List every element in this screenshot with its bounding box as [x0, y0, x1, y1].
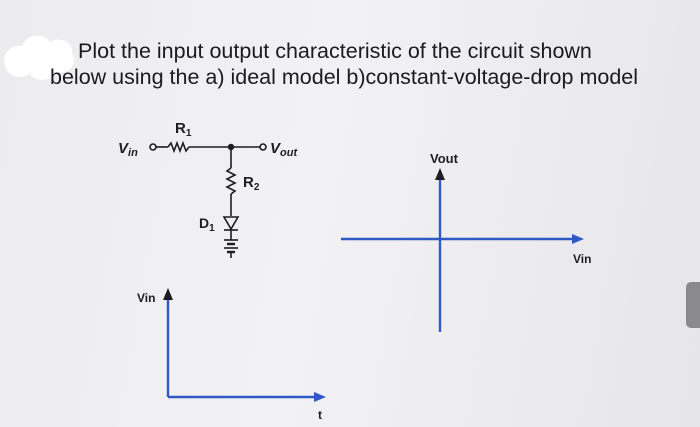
r1-label: R1: [175, 120, 192, 139]
redaction-blob: [4, 35, 75, 80]
transfer-y-arrow: [435, 168, 445, 180]
input-terminal: [149, 143, 157, 151]
vin-terminal-label: Vin: [118, 140, 138, 159]
question-text: Plot the input output characteristic of …: [44, 38, 694, 90]
question-line-1: Plot the input output characteristic of …: [78, 39, 592, 63]
r2-resistor: [225, 167, 237, 195]
d1-diode-triangle: [222, 216, 240, 231]
output-terminal: [259, 143, 267, 151]
transfer-axes: [341, 178, 584, 332]
scroll-edge-tab: [686, 282, 700, 328]
transfer-y-label: Vout: [430, 151, 459, 166]
circuit-schematic: [149, 140, 267, 258]
input-axes: [166, 298, 326, 402]
d1-label: D1: [199, 215, 215, 234]
vout-terminal-label: Vout: [270, 140, 298, 159]
input-x-label: t: [318, 408, 322, 422]
transfer-x-arrow: [572, 234, 584, 244]
input-x-arrow: [314, 392, 326, 402]
transfer-x-label: Vin: [573, 252, 591, 266]
input-y-label: Vin: [137, 291, 155, 305]
input-y-arrow: [163, 288, 173, 300]
r2-label: R2: [243, 174, 260, 193]
question-line-2: below using the a) ideal model b)constan…: [50, 65, 639, 89]
r1-resistor: [167, 140, 190, 154]
